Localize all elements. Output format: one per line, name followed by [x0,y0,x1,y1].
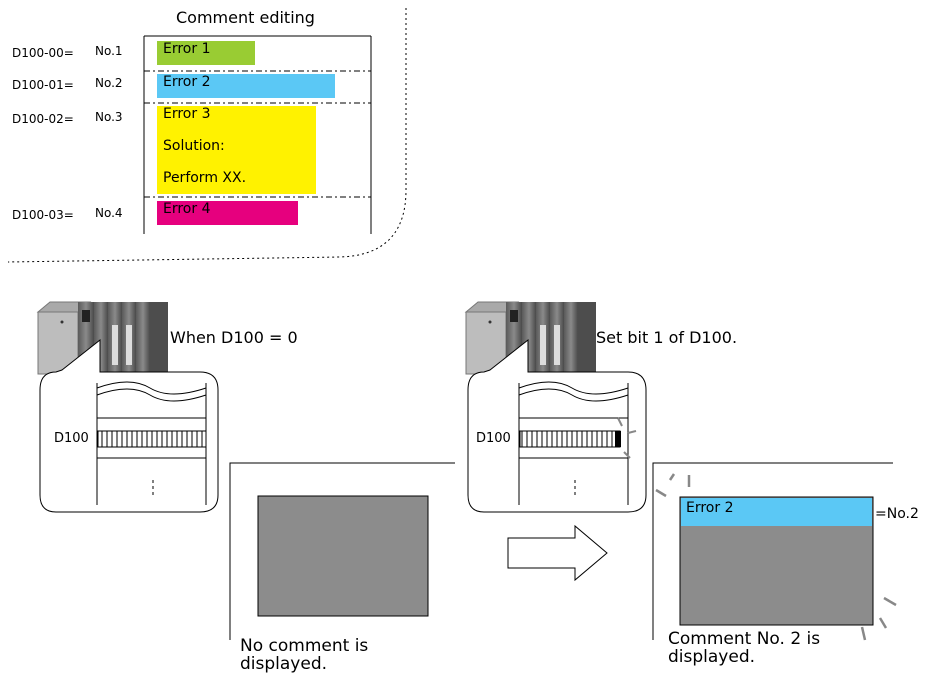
comment-line: Solution: [163,138,225,154]
comment-bar-4: Error 4 [157,201,298,225]
row-address: D100-03= [12,208,74,222]
bubble-right [467,338,647,513]
left-register-label: D100 [54,431,89,446]
row-address: D100-01= [12,78,74,92]
result-line: displayed. [668,647,756,667]
bubble-left [39,338,219,513]
comment-line: Error 1 [163,41,211,57]
result-line: displayed. [240,654,328,674]
display-comment-text: Error 2 [686,500,734,516]
result-line: No comment is [240,636,369,656]
screen-frame-right [652,462,897,641]
row-number: No.4 [95,206,123,220]
row-number: No.3 [95,110,123,124]
row-number: No.2 [95,76,123,90]
row-address: D100-00= [12,46,74,60]
left-result-text: No comment is displayed. [240,637,368,673]
transition-arrow [507,524,608,582]
comment-line: Error 2 [163,74,211,90]
right-result-text: Comment No. 2 is displayed. [668,630,820,666]
comment-table-frame [143,35,372,234]
comment-line: Perform XX. [163,170,247,186]
row-address: D100-02= [12,112,74,126]
comment-editing-title: Comment editing [176,8,315,27]
comment-bar-3: Error 3 Solution: Perform XX. [157,106,316,194]
comment-bar-2: Error 2 [157,74,335,98]
display-comment-number: =No.2 [875,506,919,522]
screen-frame-left [229,462,455,640]
row-number: No.1 [95,44,123,58]
right-register-label: D100 [476,431,511,446]
plc-left [36,301,168,375]
comment-line: Error 3 [163,106,211,122]
result-line: Comment No. 2 is [668,629,821,649]
right-caption: Set bit 1 of D100. [596,328,738,347]
comment-line: Error 4 [163,201,211,217]
plc-right [464,301,596,375]
left-caption: When D100 = 0 [170,328,298,347]
comment-bar-1: Error 1 [157,41,255,65]
dotted-boundary [7,8,407,263]
